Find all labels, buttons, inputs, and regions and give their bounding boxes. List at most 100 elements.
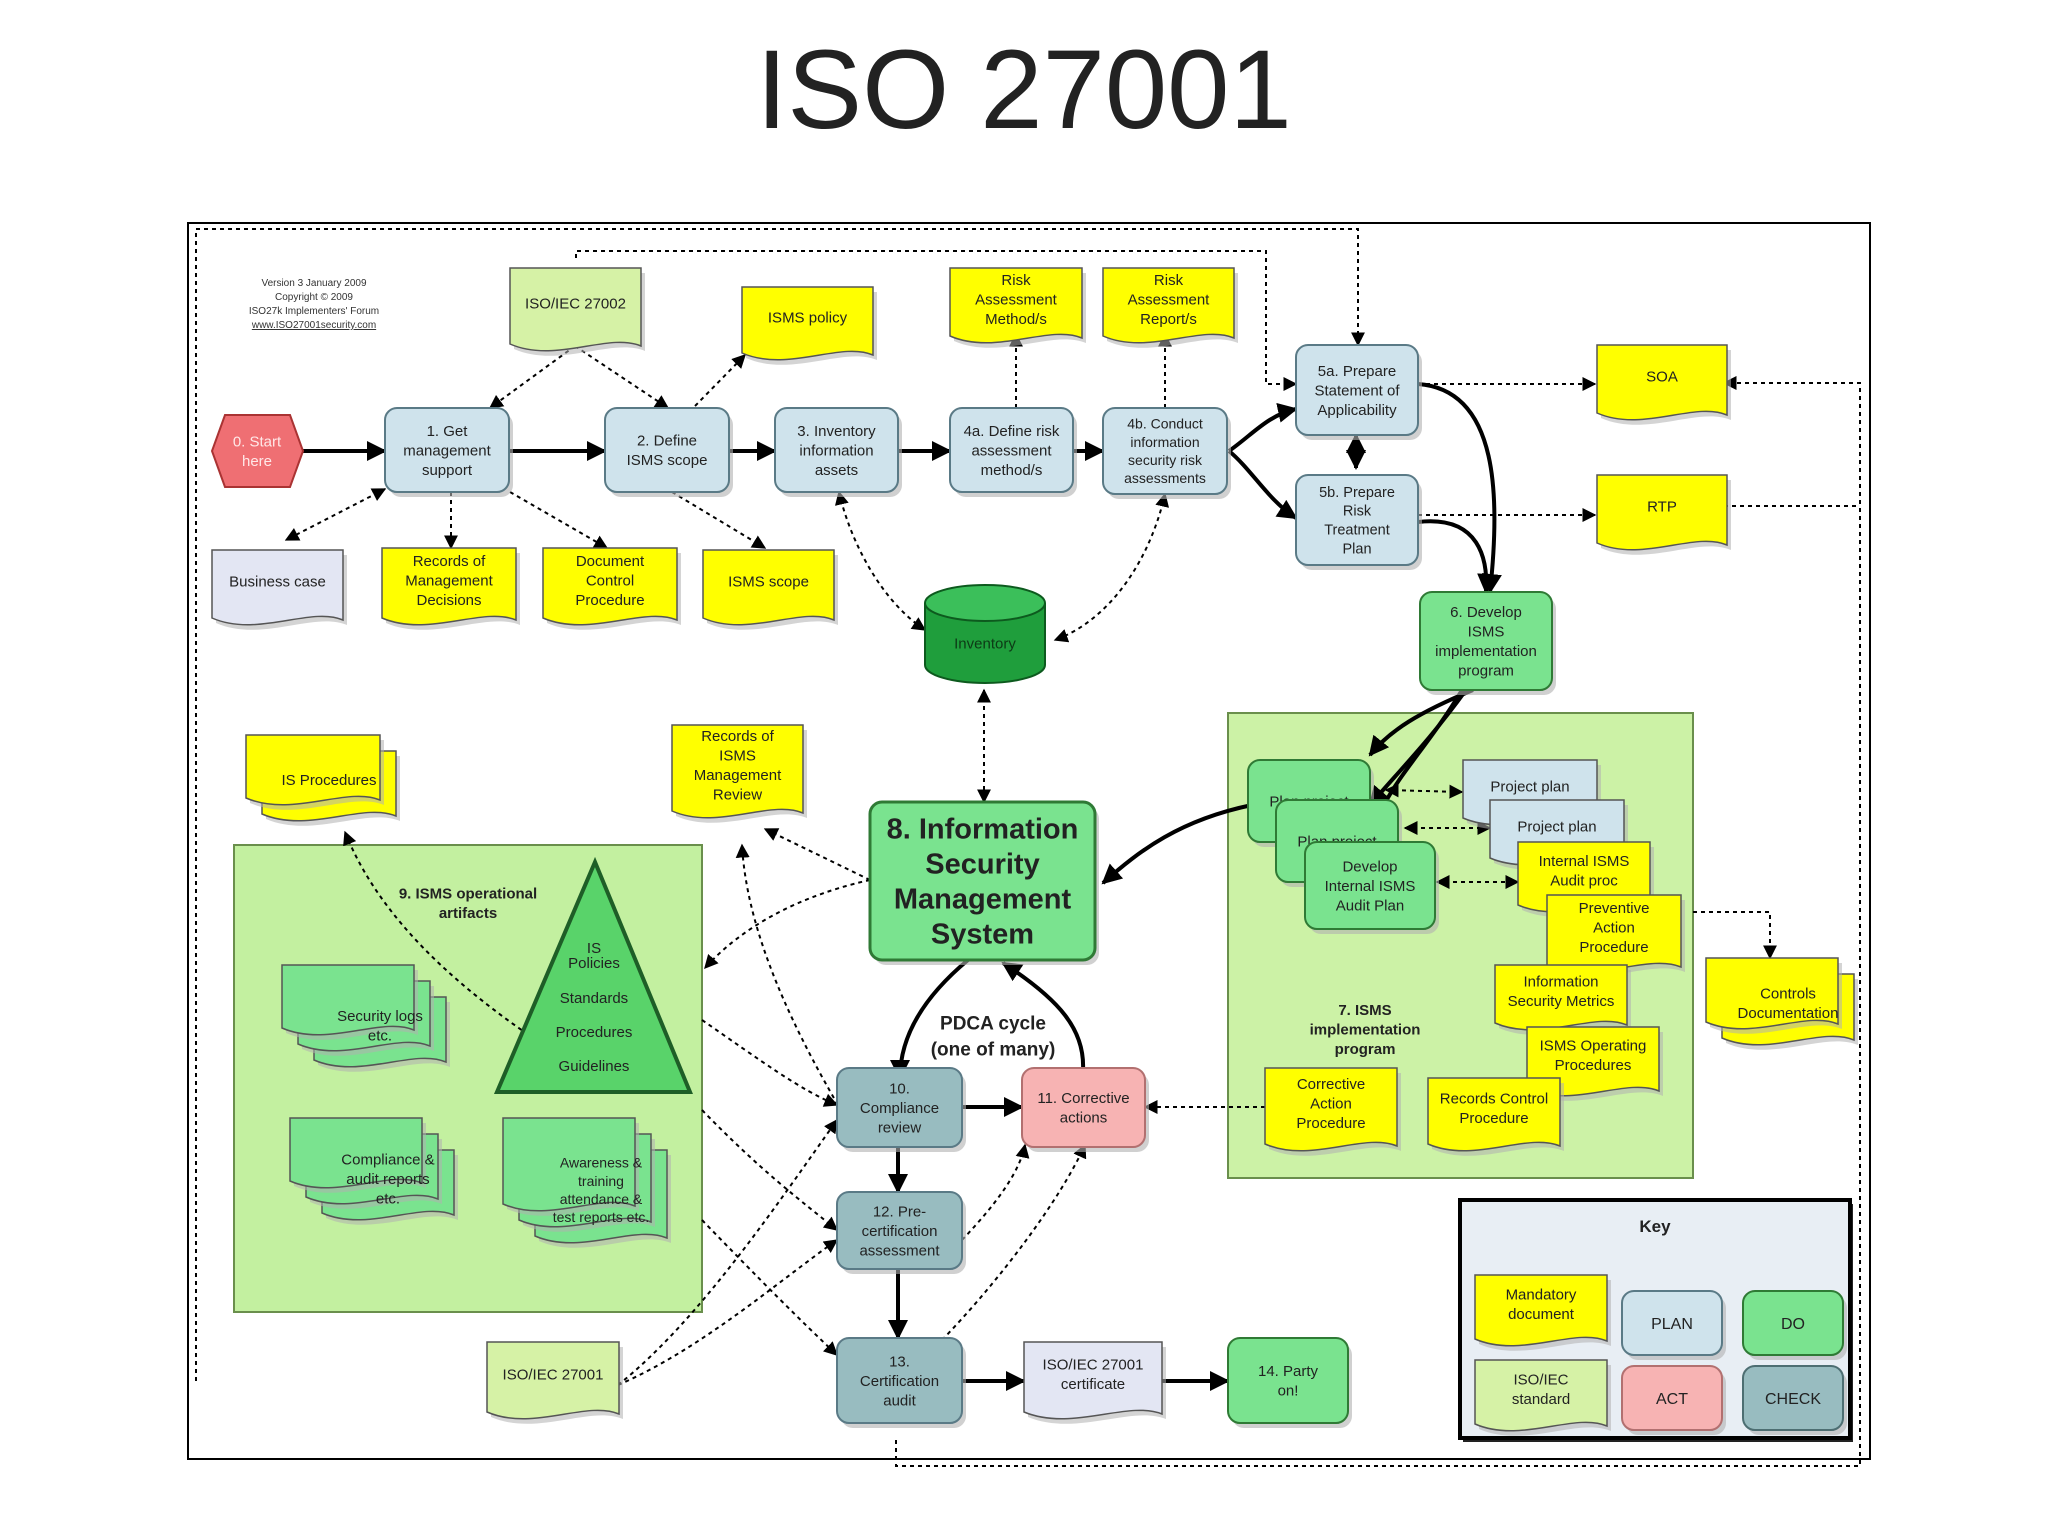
legend-act: ACT: [1621, 1365, 1726, 1435]
doc-business-case-label: Business case: [229, 573, 326, 590]
document-shape: [502, 1117, 636, 1212]
document-shape: [1494, 964, 1628, 1031]
doc-project-plan-2-label: Project plan: [1517, 818, 1596, 835]
pyramid-triangle: [493, 856, 693, 1094]
doc-rtp: RTP: [1596, 474, 1731, 555]
conduct-ra-db: [1053, 492, 1170, 643]
legend-check: CHECK: [1742, 1365, 1847, 1435]
legend-check-label: CHECK: [1765, 1391, 1821, 1408]
ops-to-cert: [701, 1219, 839, 1356]
rtp-to-program: [1417, 519, 1498, 594]
document-shape: [671, 724, 804, 819]
isms-to-compliance-review: [890, 958, 970, 1080]
document-shape: [281, 964, 415, 1036]
review-to-records-review: [735, 843, 839, 1106]
node-shape: [604, 407, 730, 493]
legend-do-label: DO: [1781, 1316, 1805, 1333]
cylinder-body: [924, 603, 1046, 684]
node-shape: [1227, 1337, 1349, 1424]
doc-isms-policy: ISMS policy: [741, 286, 877, 365]
legend-act-label: ACT: [1656, 1391, 1688, 1408]
document-shape: [949, 267, 1083, 344]
doc-iso-27002: ISO/IEC 27002: [509, 267, 645, 356]
ops-to-compliance-review: [701, 1019, 839, 1107]
scope-to-policy: [694, 354, 746, 407]
cert-to-corrective: [941, 1143, 1087, 1341]
cylinder-top: [924, 584, 1046, 622]
node-shape: [1742, 1365, 1844, 1431]
doc-isms-policy-label: ISMS policy: [768, 309, 848, 326]
document-shape: [1596, 344, 1728, 421]
conduct-to-soa: [1227, 403, 1298, 453]
document-shape: [289, 1117, 423, 1189]
node-shape: [774, 407, 899, 493]
impl-to-isms: [1101, 803, 1253, 885]
node-shape: [868, 800, 1097, 962]
iso27002-to-support: [488, 345, 576, 409]
node-shape: [1021, 1067, 1146, 1148]
legend-plan-label: PLAN: [1651, 1316, 1693, 1333]
document-shape: [245, 734, 381, 806]
iso27001-to-precert: [617, 1239, 839, 1386]
isms-to-ops: [704, 879, 871, 970]
node-shape: [836, 1337, 963, 1424]
doc-rtp-label: RTP: [1647, 498, 1677, 515]
document-shape: [509, 267, 642, 352]
support-to-doc-control: [509, 491, 609, 549]
node-shape: [1742, 1290, 1844, 1356]
doc-is-procedures-label: IS Procedures: [281, 772, 376, 789]
document-shape: [1023, 1341, 1163, 1420]
conduct-to-rtp: [1227, 449, 1298, 520]
node-shape: [1419, 591, 1553, 691]
page-title: ISO 27001: [756, 27, 1292, 152]
inventory-database: Inventory: [924, 584, 1046, 684]
triangle-to-is-procedures: [343, 830, 549, 1049]
node-shape: [1295, 474, 1419, 566]
iso27002-to-scope: [574, 345, 670, 409]
